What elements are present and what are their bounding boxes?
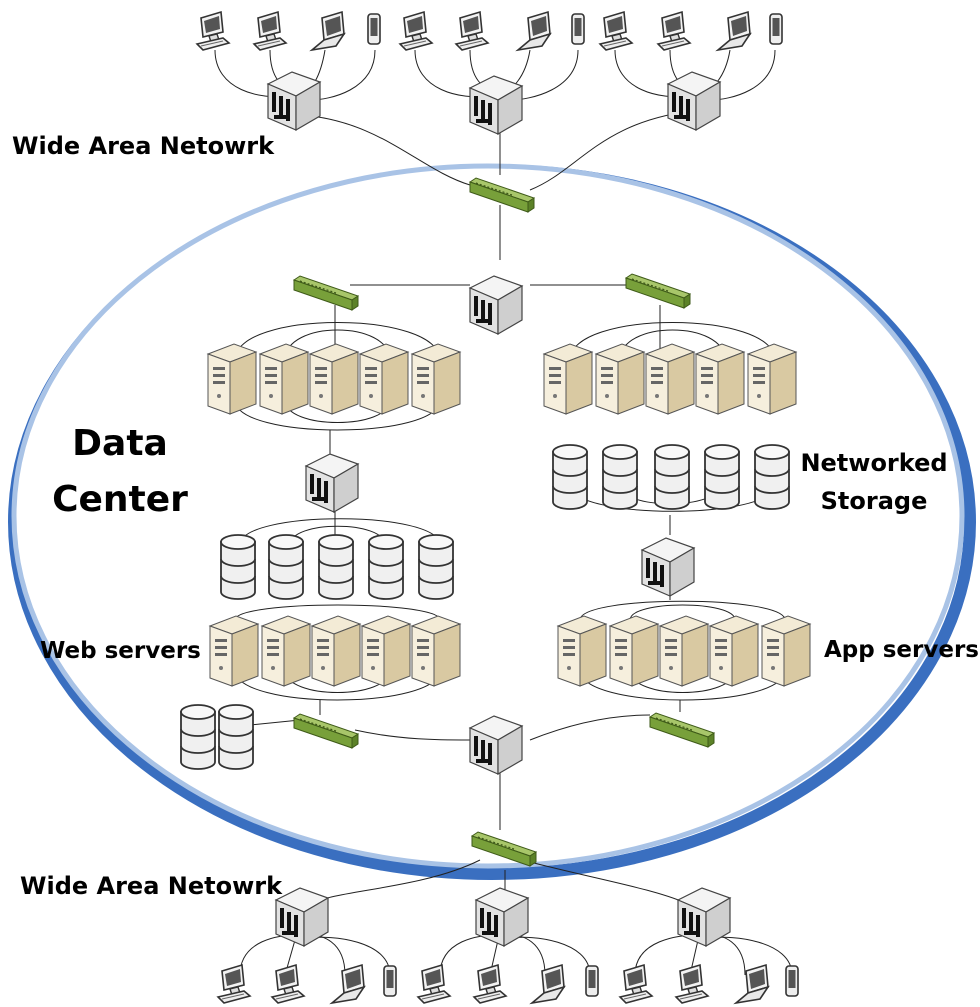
server-tower-icon xyxy=(411,615,461,687)
networked-storage-label-line2: Storage xyxy=(820,487,928,515)
server-tower-icon xyxy=(543,343,593,415)
data-center-label: Data Center xyxy=(50,416,190,528)
database-group-left xyxy=(220,534,454,600)
desktop-icon xyxy=(253,11,287,51)
laptop-icon xyxy=(735,964,769,1004)
server-tower-icon xyxy=(359,343,409,415)
database-icon xyxy=(368,534,404,600)
server-tower-icon xyxy=(259,343,309,415)
server-tower-icon xyxy=(595,343,645,415)
server-tower-icon xyxy=(361,615,411,687)
server-tower-icon xyxy=(747,343,797,415)
desktop-icon xyxy=(599,11,633,51)
server-tower-icon xyxy=(557,615,607,687)
desktop-icon xyxy=(196,11,230,51)
desktop-icon xyxy=(675,964,709,1004)
server-tower-icon xyxy=(645,343,695,415)
database-icon xyxy=(552,444,588,510)
wan-top-label: Wide Area Netowrk xyxy=(12,132,275,160)
database-icon xyxy=(318,534,354,600)
networked-storage-label-line1: Networked xyxy=(800,449,948,477)
database-icon xyxy=(180,704,216,770)
data-center-label-line2: Center xyxy=(52,479,188,520)
database-icon xyxy=(218,704,254,770)
server-tower-icon xyxy=(309,343,359,415)
server-tower-icon xyxy=(695,343,745,415)
server-group-upper-right xyxy=(543,343,797,415)
server-group-upper-left xyxy=(207,343,461,415)
laptop-icon xyxy=(717,11,751,51)
desktop-icon xyxy=(417,964,451,1004)
database-icon xyxy=(704,444,740,510)
server-tower-icon xyxy=(261,615,311,687)
data-center-label-line1: Data xyxy=(72,423,168,464)
desktop-icon xyxy=(455,11,489,51)
web-servers-label: Web servers xyxy=(40,638,201,664)
server-tower-icon xyxy=(411,343,461,415)
phone-icon xyxy=(367,13,381,45)
laptop-icon xyxy=(517,11,551,51)
desktop-icon xyxy=(657,11,691,51)
desktop-icon xyxy=(271,964,305,1004)
database-icon xyxy=(754,444,790,510)
laptop-icon xyxy=(331,964,365,1004)
data-center-boundary xyxy=(11,163,965,869)
app-servers-label: App servers xyxy=(824,637,979,663)
desktop-icon xyxy=(473,964,507,1004)
top-client-devices xyxy=(196,11,783,51)
database-icon xyxy=(602,444,638,510)
desktop-icon xyxy=(217,964,251,1004)
wan-bottom-label: Wide Area Netowrk xyxy=(20,872,283,900)
server-tower-icon xyxy=(709,615,759,687)
database-icon xyxy=(418,534,454,600)
laptop-icon xyxy=(531,964,565,1004)
server-group-app-servers xyxy=(557,615,811,687)
phone-icon xyxy=(383,965,397,997)
database-icon xyxy=(220,534,256,600)
router-icon xyxy=(667,71,721,131)
desktop-icon xyxy=(619,964,653,1004)
server-tower-icon xyxy=(311,615,361,687)
database-icon xyxy=(268,534,304,600)
desktop-icon xyxy=(399,11,433,51)
server-tower-icon xyxy=(209,615,259,687)
server-tower-icon xyxy=(659,615,709,687)
phone-icon xyxy=(769,13,783,45)
router-icon xyxy=(267,71,321,131)
server-tower-icon xyxy=(207,343,257,415)
networked-storage-label: Networked Storage xyxy=(800,444,948,520)
phone-icon xyxy=(571,13,585,45)
laptop-icon xyxy=(311,11,345,51)
database-icon xyxy=(654,444,690,510)
phone-icon xyxy=(585,965,599,997)
server-tower-icon xyxy=(761,615,811,687)
server-tower-icon xyxy=(609,615,659,687)
server-group-web-servers xyxy=(209,615,461,687)
bottom-client-devices xyxy=(217,964,799,1004)
phone-icon xyxy=(785,965,799,997)
router-icon xyxy=(469,75,523,135)
